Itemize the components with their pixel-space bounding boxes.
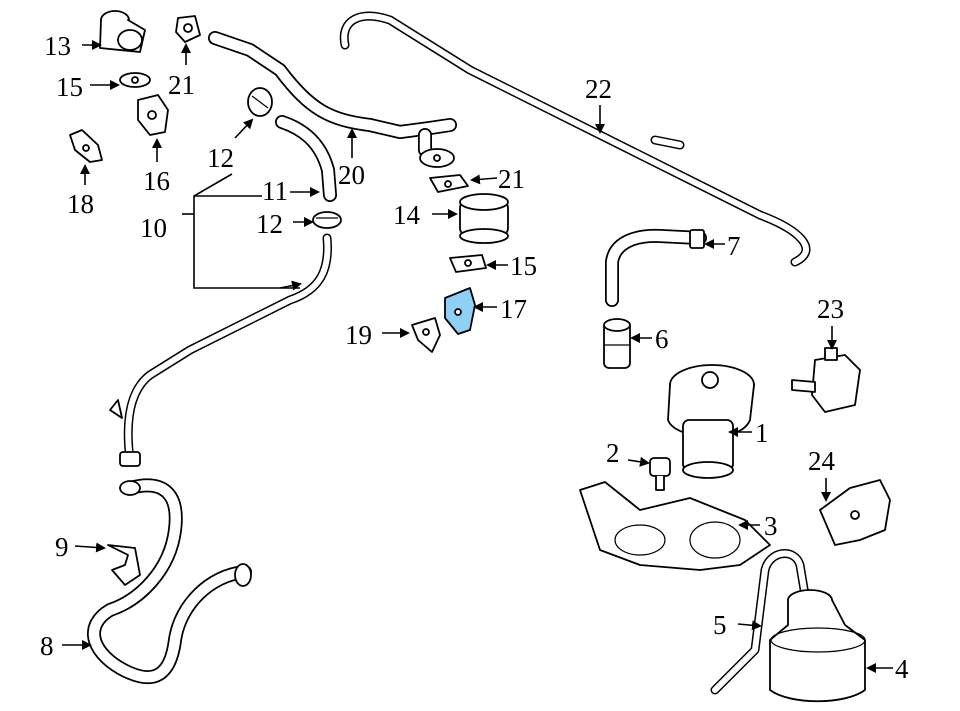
callout-23: 23 (817, 294, 844, 324)
part-13-valve[interactable] (99, 10, 146, 53)
callout-3: 3 (764, 511, 778, 541)
callout-22: 22 (585, 74, 612, 104)
callout-6: 6 (655, 324, 669, 354)
part-24-bracket[interactable] (819, 479, 891, 546)
callout-18: 18 (67, 189, 94, 219)
part-12-clamp-upper[interactable] (247, 87, 273, 117)
callout-19: 19 (345, 320, 372, 350)
callout-21-upper: 21 (168, 70, 195, 100)
part-15-gasket-lower[interactable] (449, 254, 487, 273)
part-10-hose[interactable] (109, 233, 332, 467)
part-9-clamp[interactable] (107, 544, 141, 586)
callout-1: 1 (755, 418, 769, 448)
callout-21-lower: 21 (498, 164, 525, 194)
part-14-valve[interactable] (459, 193, 509, 244)
part-23-solenoid[interactable] (791, 347, 861, 413)
part-11-hose[interactable] (275, 115, 337, 202)
callout-8: 8 (40, 631, 54, 661)
callout-10: 10 (140, 213, 167, 243)
callout-16: 16 (143, 166, 170, 196)
part-17-bracket-highlighted[interactable] (444, 287, 476, 335)
part-20-hose[interactable] (208, 31, 457, 168)
callout-labels: 13 15 21 16 18 12 11 10 12 20 21 14 15 1… (40, 31, 909, 684)
callout-9: 9 (55, 532, 69, 562)
callout-7: 7 (727, 231, 741, 261)
callout-2: 2 (606, 438, 620, 468)
part-2-sensor[interactable] (649, 457, 671, 491)
part-1-air-pump[interactable] (667, 364, 755, 479)
part-5-hose[interactable] (710, 549, 810, 695)
part-18-bracket[interactable] (69, 129, 103, 163)
callout-15-upper: 15 (56, 72, 83, 102)
callout-24: 24 (808, 446, 836, 476)
callout-17: 17 (500, 294, 527, 324)
part-15-gasket-upper[interactable] (119, 72, 151, 88)
part-3-bracket[interactable] (579, 481, 771, 571)
part-6-connector[interactable] (603, 318, 631, 369)
callout-12-upper: 12 (207, 143, 234, 173)
part-21-gasket-lower[interactable] (429, 174, 469, 193)
callout-4: 4 (895, 654, 909, 684)
callout-11: 11 (262, 176, 288, 206)
part-8-hose[interactable] (87, 478, 252, 685)
callout-13: 13 (44, 31, 71, 61)
part-4-canister[interactable] (769, 589, 866, 703)
callout-15-lower: 15 (510, 251, 537, 281)
part-19-bracket[interactable] (411, 317, 441, 353)
part-21-gasket-upper[interactable] (175, 15, 201, 43)
callout-14: 14 (393, 200, 421, 230)
callout-5: 5 (713, 610, 727, 640)
part-7-hose[interactable] (605, 228, 707, 307)
part-16-bracket[interactable] (137, 94, 169, 136)
part-12-clamp-lower[interactable] (312, 211, 342, 229)
callout-leaders (62, 40, 893, 673)
callout-12-lower: 12 (256, 209, 283, 239)
callout-20: 20 (338, 160, 365, 190)
part-22-tube[interactable] (339, 11, 811, 267)
